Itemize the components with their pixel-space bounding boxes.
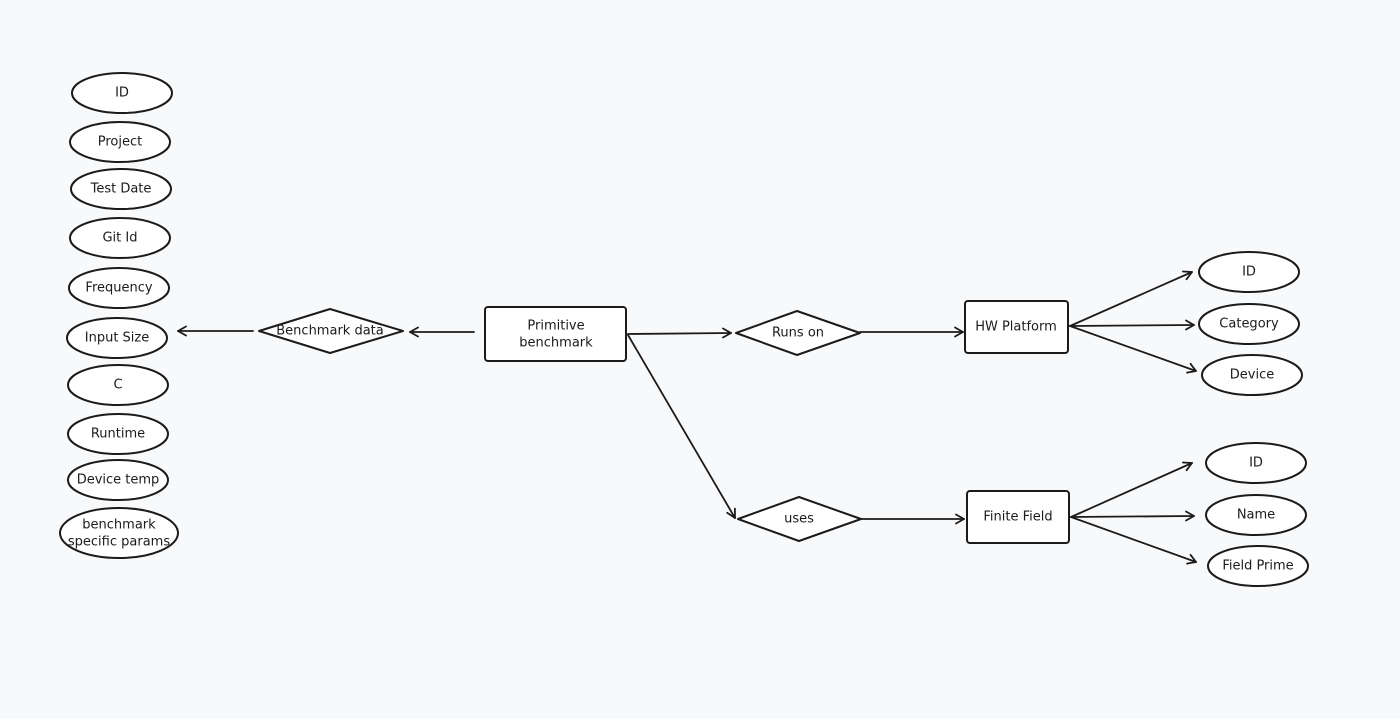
connector-finite-field-to-field-prime — [1070, 516, 1197, 563]
svg-text:C: C — [113, 378, 122, 393]
arrowhead-finite-field — [955, 513, 965, 525]
connector-hw-platform-to-device — [1069, 325, 1197, 372]
finite-field-attributes: ID Name Field Prime — [1205, 442, 1309, 587]
entity-label: HW Platform — [975, 320, 1057, 335]
attribute-frequency: Frequency — [68, 267, 170, 309]
svg-text:Git Id: Git Id — [102, 231, 137, 246]
svg-text:ID: ID — [1242, 265, 1256, 280]
arrowhead-finite-field-prime — [1186, 553, 1197, 565]
svg-text:ID: ID — [115, 86, 129, 101]
relationship-runs-on: Runs on — [735, 310, 861, 356]
arrowhead-hw-platform-id — [1182, 270, 1193, 281]
svg-text:Project: Project — [98, 135, 142, 150]
svg-text:Device: Device — [1230, 368, 1274, 383]
connector-entity-to-runs-on — [627, 332, 732, 335]
connector-hw-platform-to-id — [1069, 271, 1193, 327]
benchmark-data-attributes: ID Project Test Date Git Id Frequency In… — [59, 72, 179, 559]
svg-text:Category: Category — [1219, 317, 1279, 332]
svg-text:Field Prime: Field Prime — [1222, 559, 1293, 574]
arrowhead-attributes — [177, 325, 187, 337]
arrowhead-hw-platform-device — [1186, 362, 1197, 374]
arrowhead-benchmark-data — [409, 326, 419, 338]
arrowhead-hw-platform — [954, 326, 964, 338]
attribute-ff-id: ID — [1205, 442, 1307, 484]
arrowhead-runs-on — [722, 327, 732, 339]
arrowhead-uses — [726, 507, 736, 519]
attribute-name: Name — [1205, 494, 1307, 536]
attribute-test-date: Test Date — [70, 168, 172, 210]
entity-hw-platform: HW Platform — [964, 300, 1069, 354]
attribute-hw-id: ID — [1198, 251, 1300, 293]
attribute-input-size: Input Size — [66, 317, 168, 359]
svg-text:Runtime: Runtime — [91, 427, 145, 442]
svg-text:ID: ID — [1249, 456, 1263, 471]
connector-finite-field-to-name — [1070, 515, 1195, 518]
arrowhead-finite-field-id — [1182, 461, 1193, 472]
connector-hw-platform-to-category — [1069, 324, 1195, 327]
connector-finite-field-to-id — [1070, 462, 1193, 518]
attribute-category: Category — [1198, 303, 1300, 345]
attribute-project: Project — [69, 121, 171, 163]
connectors — [177, 270, 1197, 565]
attribute-c: C — [67, 364, 169, 406]
svg-text:Name: Name — [1237, 508, 1275, 523]
arrowhead-finite-field-name — [1185, 510, 1195, 522]
attribute-field-prime: Field Prime — [1207, 545, 1309, 587]
attribute-id: ID — [71, 72, 173, 114]
relationship-uses: uses — [737, 496, 862, 542]
attribute-runtime: Runtime — [67, 413, 169, 455]
relationship-benchmark-data: Benchmark data — [258, 308, 404, 354]
svg-text:Input Size: Input Size — [85, 331, 149, 346]
attribute-git-id: Git Id — [69, 217, 171, 259]
entity-finite-field: Finite Field — [966, 490, 1070, 544]
svg-text:Test Date: Test Date — [90, 182, 152, 197]
svg-text:Device temp: Device temp — [77, 473, 160, 488]
attribute-device-temp: Device temp — [67, 459, 169, 501]
entity-label: Finite Field — [983, 510, 1052, 525]
hw-platform-attributes: ID Category Device — [1198, 251, 1303, 396]
attribute-device: Device — [1201, 354, 1303, 396]
arrowhead-hw-platform-category — [1185, 319, 1195, 331]
connector-entity-to-uses — [627, 334, 736, 519]
relationship-label: uses — [784, 512, 814, 527]
svg-text:Frequency: Frequency — [85, 281, 152, 296]
relationship-label: Runs on — [772, 326, 824, 341]
relationship-label: Benchmark data — [276, 324, 383, 339]
